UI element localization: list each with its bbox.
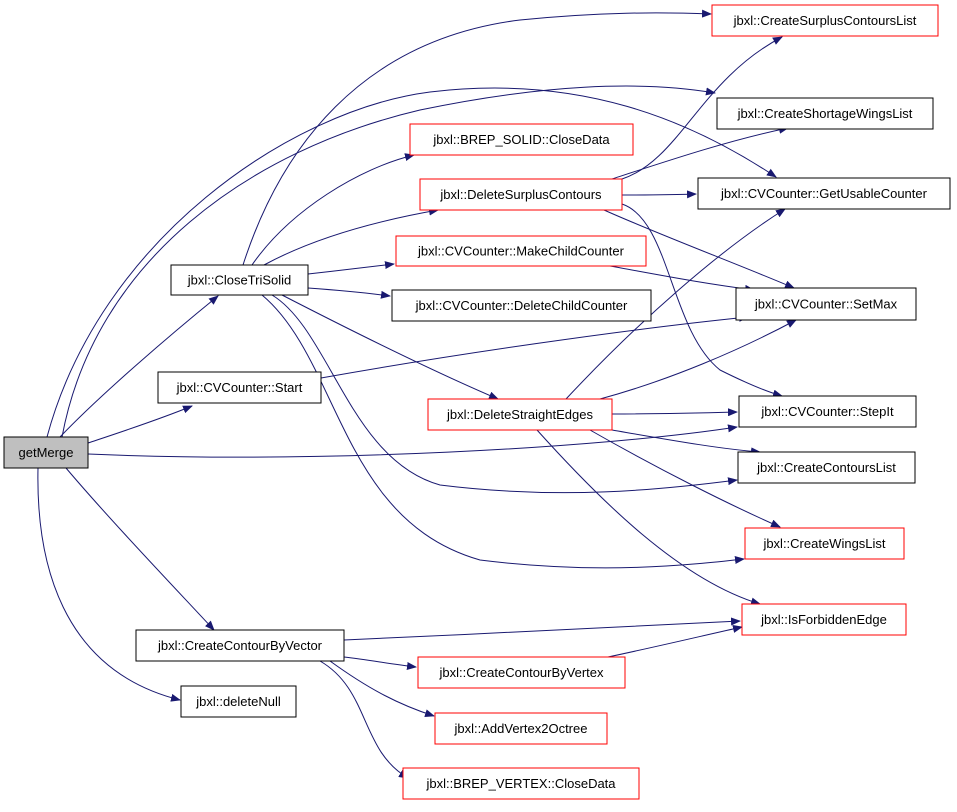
node-deletesurpluscontours[interactable]: jbxl::DeleteSurplusContours (419, 178, 623, 211)
edge-getmerge-to-deletenull (37, 467, 181, 702)
edge-createcontourbyvertex-to-isforbiddenedge (607, 625, 743, 658)
node-box (180, 685, 297, 718)
node-createcontourbyvertex[interactable]: jbxl::CreateContourByVertex (417, 656, 626, 689)
node-createsurpluscontourslist[interactable]: jbxl::CreateSurplusContoursList (711, 4, 939, 37)
node-deletestraightedges[interactable]: jbxl::DeleteStraightEdges (427, 398, 613, 431)
node-deletenull[interactable]: jbxl::deleteNull (180, 685, 297, 718)
node-label: jbxl::CVCounter::StepIt (760, 404, 894, 419)
node-getusablecounter[interactable]: jbxl::CVCounter::GetUsableCounter (697, 177, 951, 210)
edge-getmerge-to-stepit (87, 424, 738, 458)
node-box (417, 656, 626, 689)
node-getmerge[interactable]: getMerge (3, 436, 89, 469)
node-box (697, 177, 951, 210)
node-label: jbxl::CreateShortageWingsList (737, 106, 913, 121)
edge-getmerge-to-createcontourbyvector (65, 467, 215, 631)
node-box (741, 603, 907, 636)
node-setmax[interactable]: jbxl::CVCounter::SetMax (735, 287, 917, 321)
node-label: jbxl::CloseTriSolid (187, 273, 292, 288)
edge-closetrisolid-to-createcontourslist (271, 294, 738, 494)
node-label: jbxl::CreateContourByVertex (438, 665, 604, 680)
node-box (427, 398, 613, 431)
node-box (737, 451, 916, 484)
node-addvertex2octree[interactable]: jbxl::AddVertex2Octree (434, 712, 608, 745)
edges-layer (37, 9, 797, 779)
edge-closetrisolid-to-deletesurpluscontours (263, 207, 439, 266)
edge-deletestraightedges-to-isforbiddenedge (536, 429, 761, 606)
edge-closetrisolid-to-createsurpluscontourslist (242, 9, 712, 266)
edge-cvstart-to-setmax (320, 313, 749, 379)
edge-closetrisolid-to-brep-solid-closedata (251, 153, 415, 266)
edge-deletestraightedges-to-createcontourslist (611, 429, 761, 456)
edge-getmerge-to-closetrisolid (59, 295, 219, 438)
node-label: jbxl::DeleteSurplusContours (439, 187, 602, 202)
node-label: jbxl::CreateContourByVector (157, 638, 323, 653)
node-label: jbxl::CVCounter::MakeChildCounter (417, 244, 625, 259)
edge-getmerge-to-cvstart (87, 405, 193, 444)
node-label: jbxl::CVCounter::GetUsableCounter (720, 186, 928, 201)
node-label: jbxl::AddVertex2Octree (454, 721, 588, 736)
node-makechildcounter[interactable]: jbxl::CVCounter::MakeChildCounter (395, 235, 647, 267)
edge-createcontourbyvector-to-addvertex2octree (329, 660, 435, 718)
node-box (409, 123, 634, 156)
node-label: jbxl::CreateWingsList (762, 536, 885, 551)
node-label: jbxl::deleteNull (195, 694, 281, 709)
edge-deletestraightedges-to-setmax (599, 319, 797, 400)
node-label: jbxl::CVCounter::DeleteChildCounter (415, 298, 628, 313)
node-box (738, 395, 917, 428)
node-box (434, 712, 608, 745)
node-box (716, 97, 934, 130)
edge-getmerge-to-createshortagewingslist (61, 85, 716, 438)
node-label: jbxl::CreateContoursList (756, 460, 896, 475)
node-box (395, 235, 647, 267)
edge-deletesurpluscontours-to-setmax (603, 209, 795, 289)
edge-deletestraightedges-to-createwingslist (589, 429, 781, 528)
node-label: jbxl::DeleteStraightEdges (446, 407, 593, 422)
node-isforbiddenedge[interactable]: jbxl::IsForbiddenEdge (741, 603, 907, 636)
node-box (135, 629, 345, 662)
edge-deletesurpluscontours-to-stepit (621, 203, 783, 398)
node-brep-vertex-closedata[interactable]: jbxl::BREP_VERTEX::CloseData (402, 767, 640, 800)
node-createcontourslist[interactable]: jbxl::CreateContoursList (737, 451, 916, 484)
edge-deletestraightedges-to-stepit (611, 408, 738, 417)
edge-deletestraightedges-to-getusablecounter (565, 208, 786, 400)
edge-createcontourbyvector-to-isforbiddenedge (343, 617, 741, 641)
node-createcontourbyvector[interactable]: jbxl::CreateContourByVector (135, 629, 345, 662)
node-label: jbxl::BREP_VERTEX::CloseData (425, 776, 616, 791)
node-deletechildcounter[interactable]: jbxl::CVCounter::DeleteChildCounter (391, 289, 652, 322)
node-label: jbxl::CVCounter::SetMax (754, 297, 898, 312)
node-label: jbxl::CVCounter::Start (176, 380, 303, 395)
edge-closetrisolid-to-makechildcounter (307, 261, 395, 275)
node-box (744, 527, 905, 560)
node-closetrisolid[interactable]: jbxl::CloseTriSolid (170, 264, 309, 296)
node-label: jbxl::CreateSurplusContoursList (733, 13, 917, 28)
node-box (3, 436, 89, 469)
node-box (419, 178, 623, 211)
node-brep-solid-closedata[interactable]: jbxl::BREP_SOLID::CloseData (409, 123, 634, 156)
nodes-layer: getMergejbxl::CloseTriSolidjbxl::CVCount… (3, 4, 951, 800)
node-label: getMerge (19, 445, 74, 460)
edge-closetrisolid-to-createwingslist (261, 294, 745, 569)
edge-createcontourbyvector-to-createcontourbyvertex (343, 656, 417, 670)
node-box (391, 289, 652, 322)
edge-getmerge-to-getusablecounter (46, 87, 777, 438)
edge-closetrisolid-to-deletestraightedges (281, 294, 499, 400)
node-createwingslist[interactable]: jbxl::CreateWingsList (744, 527, 905, 560)
node-cvstart[interactable]: jbxl::CVCounter::Start (157, 371, 322, 404)
edge-deletesurpluscontours-to-getusablecounter (621, 190, 697, 199)
node-box (711, 4, 939, 37)
node-box (735, 287, 917, 321)
edge-closetrisolid-to-deletechildcounter (307, 287, 391, 299)
node-stepit[interactable]: jbxl::CVCounter::StepIt (738, 395, 917, 428)
edge-deletesurpluscontours-to-createshortagewingslist (611, 125, 789, 180)
node-createshortagewingslist[interactable]: jbxl::CreateShortageWingsList (716, 97, 934, 130)
node-box (402, 767, 640, 800)
node-box (157, 371, 322, 404)
edge-createcontourbyvector-to-brep-vertex-closedata (319, 660, 409, 779)
node-box (170, 264, 309, 296)
node-label: jbxl::IsForbiddenEdge (760, 612, 887, 627)
node-label: jbxl::BREP_SOLID::CloseData (432, 132, 610, 147)
